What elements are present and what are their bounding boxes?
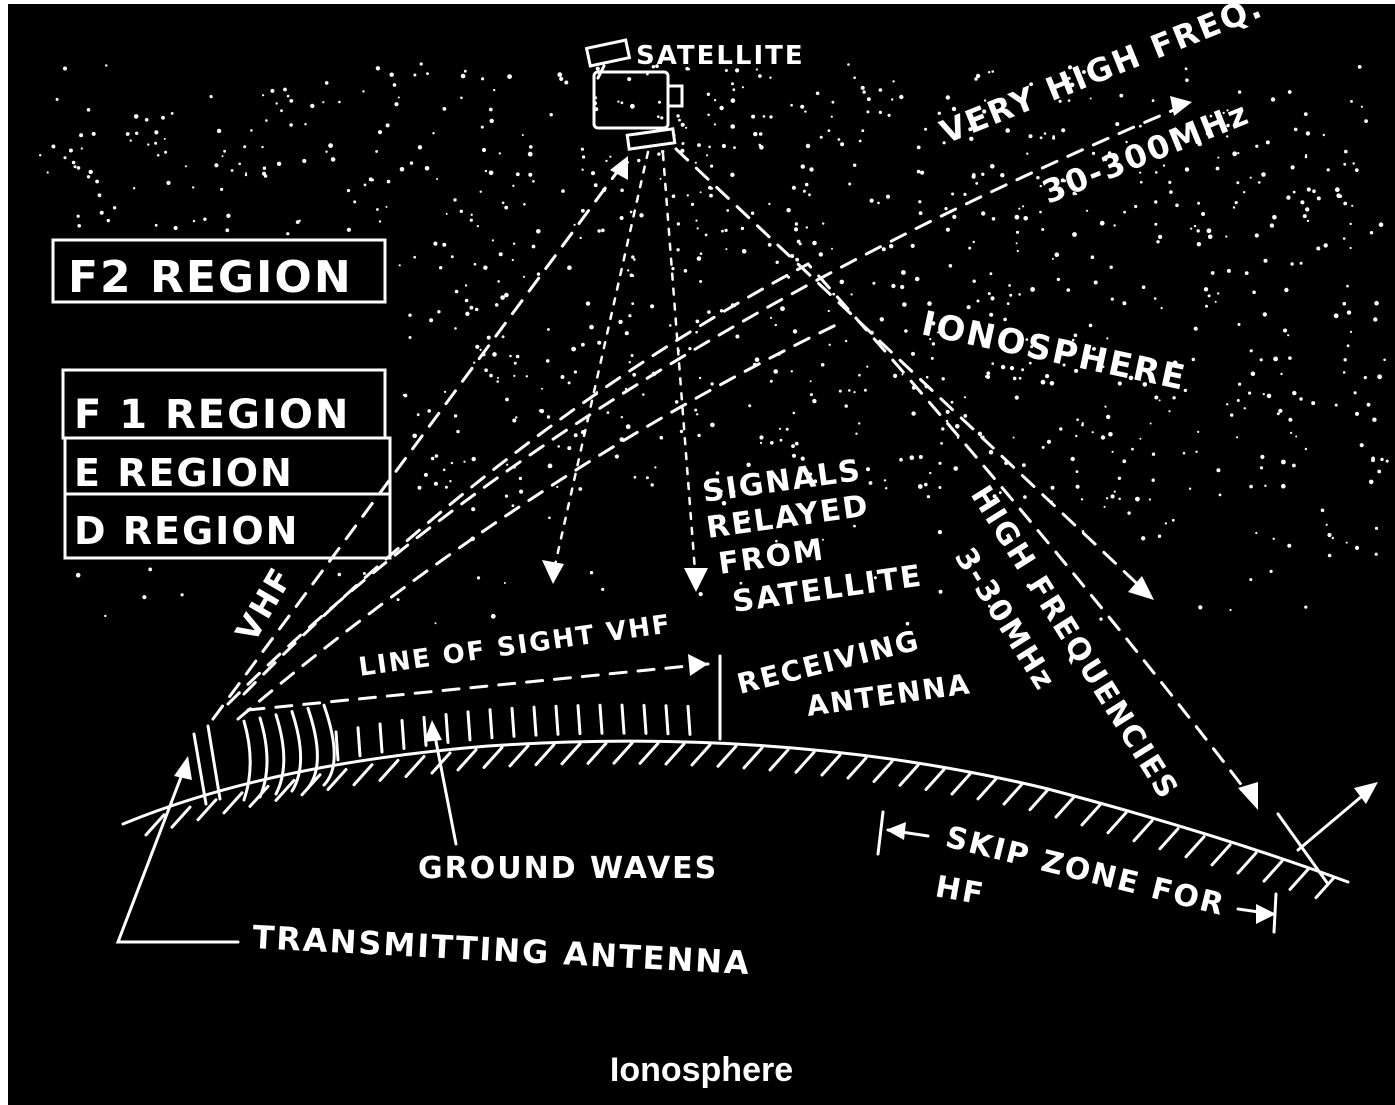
d-region-label: D REGION [74,509,299,553]
transmitting-antenna-label: TRANSMITTING ANTENNA [252,918,752,982]
ionosphere-label: IONOSPHERE [918,304,1190,399]
high-frequencies-label: HIGH FREQUENCIES [963,480,1185,807]
diagram-panel: F2 REGION F 1 REGION E REGION D REGION S… [8,4,1395,1105]
ground-waves-label: GROUND WAVES [418,851,718,886]
satellite-label: SATELLITE [636,41,805,71]
f2-region-label: F2 REGION [68,252,353,303]
ionosphere-diagram: F2 REGION F 1 REGION E REGION D REGION S… [8,4,1395,1105]
hf-label: HF [933,869,988,912]
vhf-label: VHF [228,560,301,648]
e-region-label: E REGION [74,451,294,495]
vhf-range-label: 30-300MHz [1037,94,1255,212]
region-stack: F2 REGION F 1 REGION E REGION D REGION [53,240,390,558]
f1-region-label: F 1 REGION [74,392,350,438]
figure-caption: Ionosphere [8,1051,1395,1090]
skip-zone-label: SKIP ZONE FOR [942,820,1229,923]
